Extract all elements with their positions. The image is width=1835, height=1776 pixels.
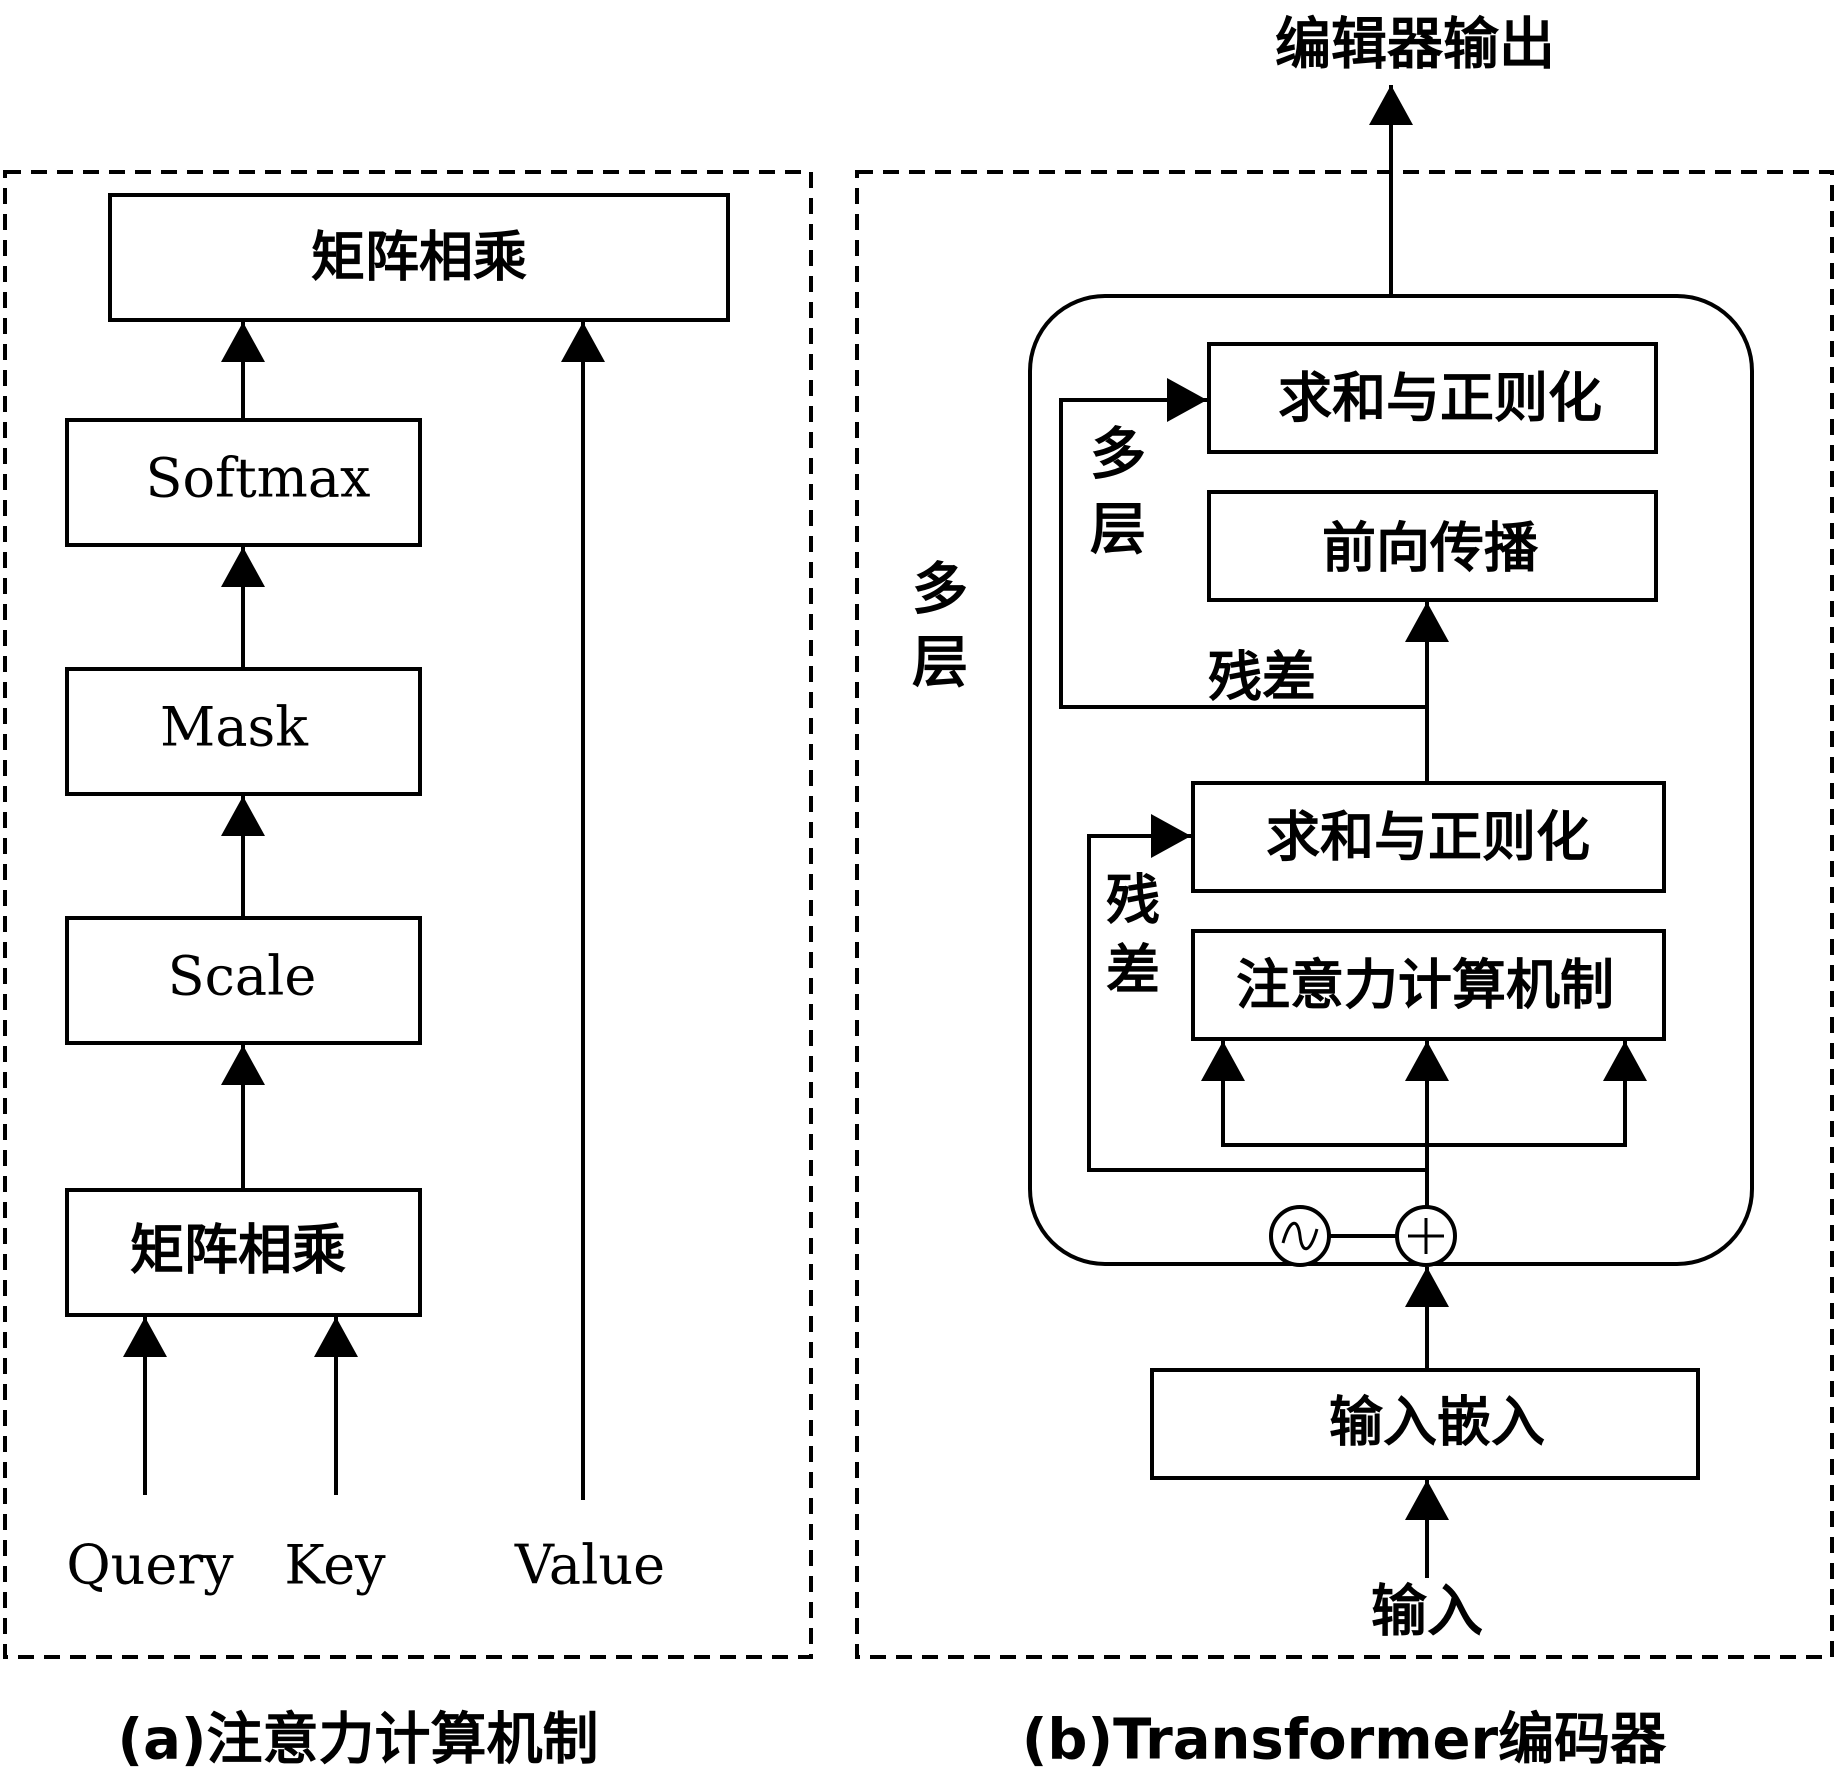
encoder-layer-container — [1028, 294, 1754, 1266]
key-label: Key — [284, 1534, 386, 1597]
softmax-block: Softmax — [65, 418, 422, 547]
add-norm-top-label: 求和与正则化 — [1278, 367, 1602, 430]
positional-encoding-symbol — [1269, 1205, 1331, 1267]
encoder-output-label: 编辑器输出 — [1275, 13, 1555, 78]
add-norm-top-block: 求和与正则化 — [1207, 342, 1658, 454]
attention-block: 注意力计算机制 — [1191, 929, 1666, 1041]
matmul-top-label: 矩阵相乘 — [311, 226, 527, 289]
matmul-top-block: 矩阵相乘 — [108, 193, 730, 322]
attention-label: 注意力计算机制 — [1236, 954, 1614, 1017]
panel-b-caption: (b)Transformer编码器 — [1022, 1708, 1667, 1773]
feed-forward-label: 前向传播 — [1322, 517, 1539, 580]
add-symbol — [1395, 1205, 1457, 1267]
add-norm-bottom-block: 求和与正则化 — [1191, 781, 1666, 893]
mask-label: Mask — [160, 696, 309, 759]
panel-a-frame — [3, 170, 813, 1659]
panel-b: 编辑器输出 多 层 求和与正则化 多 层 前向传播 残差 求和与正则化 — [855, 13, 1834, 1773]
panel-a-caption: (a)注意力计算机制 — [118, 1708, 599, 1773]
residual-lower-path — [1087, 814, 1427, 1172]
multi-layer-outer-1: 多 — [912, 558, 968, 623]
mask-block: Mask — [65, 667, 422, 796]
input-embedding-block: 输入嵌入 — [1150, 1368, 1700, 1480]
residual-lower-2: 差 — [1106, 939, 1160, 1002]
residual-upper-label: 残差 — [1208, 646, 1316, 709]
query-label: Query — [66, 1534, 234, 1597]
add-norm-bottom-label: 求和与正则化 — [1266, 806, 1590, 869]
multi-layer-inner-2: 层 — [1090, 498, 1146, 563]
arrow-attention-left — [1201, 1041, 1427, 1147]
panel-a: 矩阵相乘 Softmax Mask Scale 矩阵相乘 Query Key V… — [3, 170, 813, 1773]
input-label: 输入 — [1371, 1580, 1483, 1645]
multi-layer-inner-1: 多 — [1090, 423, 1146, 488]
scale-label: Scale — [168, 945, 317, 1008]
residual-lower-1: 残 — [1106, 869, 1160, 932]
residual-upper-path — [1059, 378, 1427, 709]
feed-forward-block: 前向传播 — [1207, 490, 1658, 602]
value-label: Value — [514, 1534, 665, 1597]
matmul-bottom-label: 矩阵相乘 — [130, 1219, 346, 1282]
panel-b-frame — [855, 170, 1834, 1659]
input-embedding-label: 输入嵌入 — [1329, 1391, 1545, 1454]
matmul-bottom-block: 矩阵相乘 — [65, 1188, 422, 1317]
multi-layer-outer-2: 层 — [912, 631, 968, 696]
softmax-label: Softmax — [145, 447, 370, 510]
scale-block: Scale — [65, 916, 422, 1045]
arrow-attention-right — [1427, 1041, 1647, 1147]
